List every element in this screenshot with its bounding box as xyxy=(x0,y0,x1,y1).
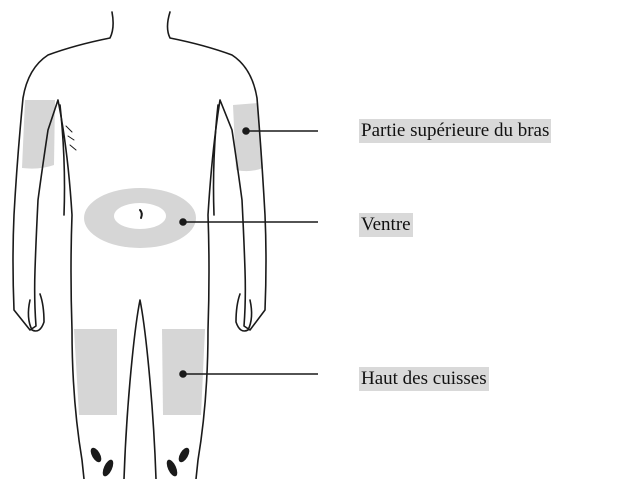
injection-zones xyxy=(22,100,263,415)
left-arm-inner xyxy=(60,105,65,215)
label-belly: Ventre xyxy=(359,213,413,237)
navel-clear-area xyxy=(114,203,166,229)
left-thigh-zone xyxy=(74,329,117,415)
left-knee-mark xyxy=(89,446,104,464)
label-upper-arm: Partie supérieure du bras xyxy=(359,119,551,143)
left-knee-mark-2 xyxy=(101,458,116,478)
right-knee-mark xyxy=(165,458,180,478)
left-elbow-mark xyxy=(66,126,76,150)
inner-legs xyxy=(124,300,156,479)
label-thighs: Haut des cuisses xyxy=(359,367,489,391)
thigh-callout-dot xyxy=(180,371,186,377)
belly-callout-dot xyxy=(180,219,186,225)
right-knee-mark-2 xyxy=(177,446,192,464)
knee-marks xyxy=(89,446,192,478)
left-upper-arm-zone xyxy=(22,100,55,169)
arm-callout-dot xyxy=(243,128,249,134)
